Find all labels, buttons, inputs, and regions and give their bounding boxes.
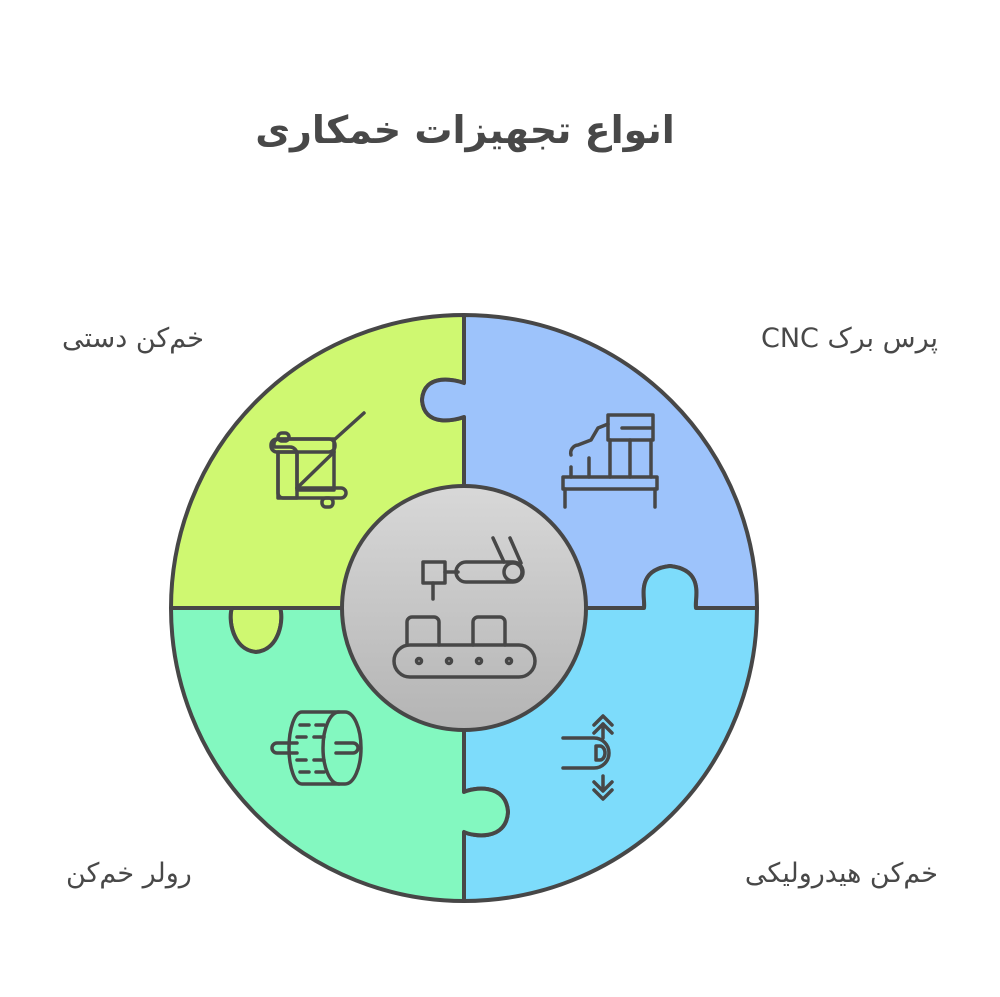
diagram-title: انواع تجهیزات خمکاری: [255, 108, 675, 152]
label-cnc-press-brake: پرس برک CNC: [760, 323, 938, 354]
hydraulic-bender-icon: [561, 714, 614, 801]
roller-icon: [270, 710, 363, 786]
label-hydraulic-bender: خم‌کن هیدرولیکی: [744, 858, 938, 889]
manual-bender-icon: [269, 411, 366, 509]
press-brake-icon: [561, 413, 659, 509]
center-hub: [340, 484, 588, 732]
label-manual-bender: خم‌کن دستی: [62, 323, 204, 354]
label-roller-bender: رولر خم‌کن: [66, 858, 192, 889]
robotic-conveyor-icon: [392, 536, 537, 679]
